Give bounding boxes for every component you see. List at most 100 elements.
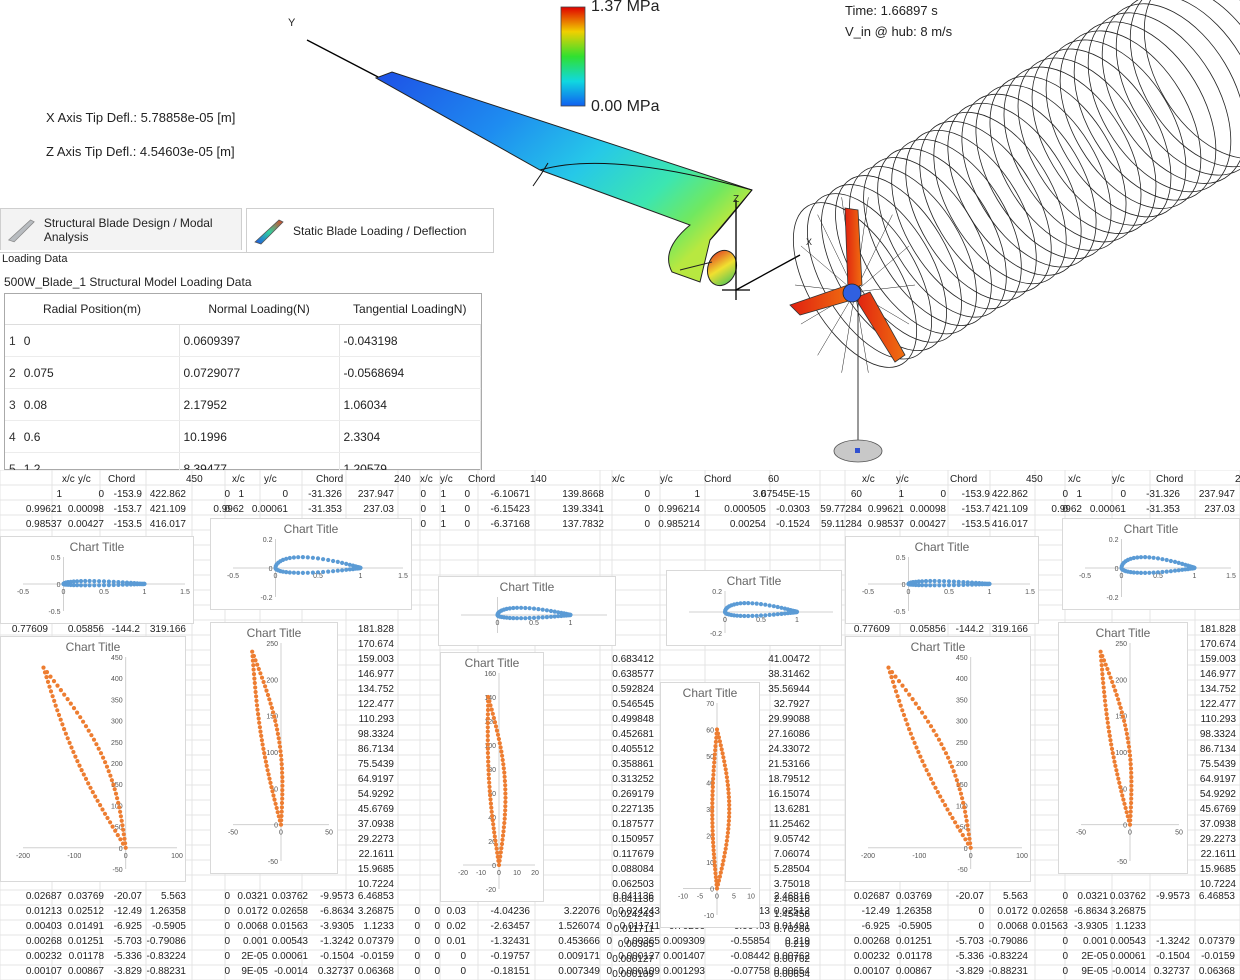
- sheet-cell[interactable]: 60: [851, 489, 863, 500]
- sheet-cell[interactable]: 0.05856: [68, 624, 105, 635]
- sheet-cell[interactable]: -31.353: [1146, 504, 1180, 515]
- sheet-cell[interactable]: 0: [464, 504, 470, 515]
- sheet-cell[interactable]: 319.166: [150, 624, 187, 635]
- sheet-cell[interactable]: 29.2273: [358, 834, 395, 845]
- sheet-cell[interactable]: 1.45458: [774, 909, 811, 920]
- sheet-cell[interactable]: 0: [414, 921, 420, 932]
- sheet-cell[interactable]: -0.83224: [147, 951, 187, 962]
- sheet-cell[interactable]: 0: [282, 489, 288, 500]
- sheet-cell[interactable]: 170.674: [1200, 639, 1237, 650]
- sheet-cell[interactable]: 0: [460, 951, 466, 962]
- sheet-cell[interactable]: 0.98537: [26, 519, 63, 530]
- sheet-cell[interactable]: -1.32431: [491, 936, 531, 947]
- chart-plot[interactable]: -20-1001020160140120100806040200-20: [441, 653, 545, 903]
- normal-loading-cell[interactable]: 0.0729077: [179, 356, 340, 389]
- chart-title[interactable]: Chart Title: [65, 640, 121, 654]
- sheet-cell[interactable]: 0.358861: [612, 759, 654, 770]
- sheet-cell[interactable]: 1.1233: [363, 921, 394, 932]
- sheet-cell[interactable]: 22.1611: [359, 849, 395, 860]
- sheet-cell[interactable]: 0.00107: [26, 966, 63, 977]
- sheet-cell[interactable]: 0.0068: [237, 921, 268, 932]
- sheet-cell[interactable]: 0: [464, 519, 470, 530]
- sheet-cell[interactable]: 3.26875: [358, 906, 395, 917]
- sheet-cell[interactable]: 5.563: [161, 891, 186, 902]
- sheet-cell[interactable]: 0.03769: [68, 891, 105, 902]
- sheet-cell[interactable]: -0.5905: [898, 921, 932, 932]
- sheet-cell[interactable]: 32.7927: [774, 699, 811, 710]
- sheet-cell[interactable]: 0.001: [1083, 936, 1108, 947]
- sheet-cell[interactable]: 0.024243: [612, 909, 654, 920]
- sheet-cell[interactable]: 0.0321: [1077, 891, 1108, 902]
- sheet-cell[interactable]: 0: [644, 504, 650, 515]
- sheet-cell[interactable]: -6.8634: [1074, 906, 1108, 917]
- sheet-cell[interactable]: 0.00061: [1110, 951, 1147, 962]
- sheet-cell[interactable]: 0: [1062, 966, 1068, 977]
- sheet-cell[interactable]: -144.2: [956, 624, 985, 635]
- sheet-cell[interactable]: 0.007349: [558, 966, 600, 977]
- sheet-cell[interactable]: 0.0172: [237, 906, 268, 917]
- sheet-cell[interactable]: Chord: [468, 474, 495, 485]
- chart-title[interactable]: Chart Title: [914, 540, 970, 554]
- sheet-cell[interactable]: 0.452681: [612, 729, 654, 740]
- sheet-cell[interactable]: 237.947: [1199, 489, 1236, 500]
- sheet-cell[interactable]: 0.00654: [774, 969, 811, 980]
- sheet-cell[interactable]: 0: [1062, 951, 1068, 962]
- sheet-cell[interactable]: 137.7832: [562, 519, 604, 530]
- sheet-cell[interactable]: 240: [394, 474, 411, 485]
- sheet-cell[interactable]: 0: [98, 489, 104, 500]
- sheet-cell[interactable]: -1.3242: [1156, 936, 1190, 947]
- sheet-cell[interactable]: 0.000109: [612, 969, 654, 980]
- sheet-cell[interactable]: 237.947: [358, 489, 395, 500]
- sheet-cell[interactable]: 0.219: [785, 939, 810, 950]
- sheet-cell[interactable]: 0.00427: [68, 519, 105, 530]
- sheet-cell[interactable]: 0.01251: [896, 936, 933, 947]
- sheet-cell[interactable]: 0.00061: [1090, 504, 1127, 515]
- sheet-cell[interactable]: 139.8668: [562, 489, 604, 500]
- sheet-cell[interactable]: 237.03: [363, 504, 394, 515]
- sheet-cell[interactable]: 0.02687: [854, 891, 891, 902]
- sheet-cell[interactable]: -0.0303: [776, 504, 810, 515]
- sheet-cell[interactable]: 140: [530, 474, 547, 485]
- sheet-cell[interactable]: 10.7224: [1200, 879, 1237, 890]
- sheet-cell[interactable]: 0.01: [447, 936, 467, 947]
- sheet-cell[interactable]: 24.33072: [768, 744, 810, 755]
- sheet-cell[interactable]: 0.00061: [252, 504, 289, 515]
- sheet-cell[interactable]: 0.00365: [624, 936, 661, 947]
- sheet-cell[interactable]: 0: [760, 489, 766, 500]
- sheet-cell[interactable]: 0.638577: [612, 669, 654, 680]
- sheet-cell[interactable]: 0.00254: [730, 519, 767, 530]
- sheet-cell[interactable]: 1: [440, 504, 446, 515]
- sheet-cell[interactable]: 134.752: [358, 684, 395, 695]
- sheet-cell[interactable]: 450: [1026, 474, 1043, 485]
- sheet-cell[interactable]: 0.499848: [612, 714, 654, 725]
- sheet-cell[interactable]: 0.001293: [663, 966, 705, 977]
- sheet-cell[interactable]: 0: [940, 489, 946, 500]
- sheet-cell[interactable]: 6.46853: [358, 891, 395, 902]
- sheet-cell[interactable]: 0.01491: [774, 921, 811, 932]
- sheet-cell[interactable]: 0.9962: [213, 504, 244, 515]
- sheet-cell[interactable]: 450: [186, 474, 203, 485]
- sheet-cell[interactable]: 6.46853: [1199, 891, 1236, 902]
- sheet-cell[interactable]: 146.977: [358, 669, 395, 680]
- sheet-cell[interactable]: -3.9305: [320, 921, 354, 932]
- sheet-cell[interactable]: -153.5: [114, 519, 143, 530]
- sheet-cell[interactable]: 98.3324: [358, 729, 395, 740]
- sheet-cell[interactable]: Chord: [950, 474, 977, 485]
- sheet-cell[interactable]: -153.7: [114, 504, 143, 515]
- sheet-cell[interactable]: -6.15423: [491, 504, 531, 515]
- sheet-cell[interactable]: 0.00867: [896, 966, 933, 977]
- chart-title[interactable]: Chart Title: [246, 626, 302, 640]
- sheet-cell[interactable]: 0.0172: [997, 906, 1028, 917]
- sheet-cell[interactable]: 0: [1062, 936, 1068, 947]
- sheet-cell[interactable]: -0.1524: [776, 519, 810, 530]
- sheet-cell[interactable]: 421.109: [150, 504, 187, 515]
- sheet-cell[interactable]: 0.02512: [68, 906, 105, 917]
